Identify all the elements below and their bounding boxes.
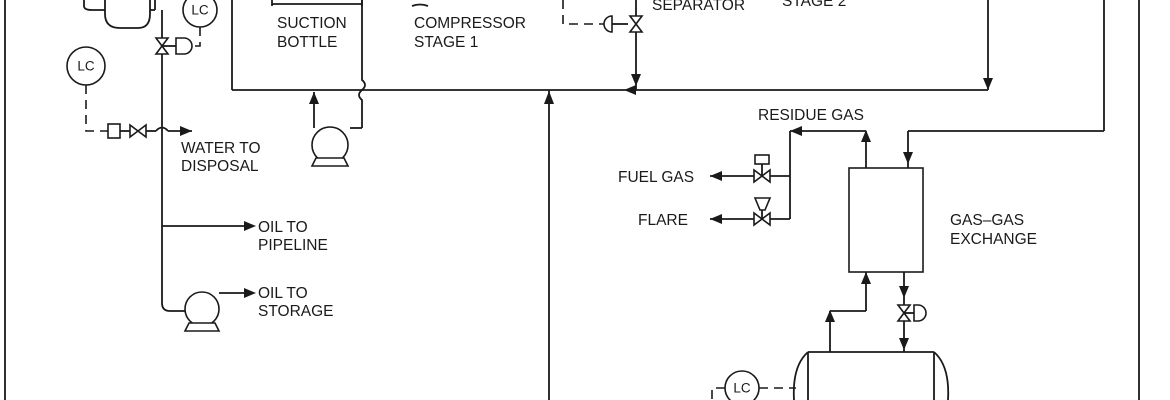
suction-pump: [309, 92, 350, 167]
oil-level-valve: [155, 37, 193, 55]
flare-label: FLARE: [638, 212, 688, 229]
stage2-label: STAGE 2: [782, 0, 846, 10]
residue-gas-label: RESIDUE GAS: [758, 107, 864, 124]
separator-label: SEPARATOR: [652, 0, 745, 14]
oil-storage-label-1: OIL TO: [258, 285, 308, 302]
fuel-gas-label: FUEL GAS: [618, 169, 694, 186]
level-controller-top: LC: [182, 0, 218, 47]
lc-bottom-tag: LC: [733, 381, 751, 396]
residue-gas-line: [789, 126, 871, 219]
stage2-discharge-line: [903, 0, 1105, 168]
knockout-drum-top: [83, 0, 163, 226]
flare-branch: [710, 197, 790, 226]
water-level-valve: [107, 123, 192, 139]
oil-pipeline-label-1: OIL TO: [258, 219, 308, 236]
suction-bottle: SUCTION BOTTLE: [271, 0, 366, 129]
separator-control-valve: [562, 0, 643, 33]
exchanger-label-2: EXCHANGE: [950, 231, 1037, 248]
drawing-border: [4, 0, 1140, 400]
fuel-gas-branch: [710, 154, 790, 183]
main-gas-header: [231, 0, 993, 400]
level-controller-left: LC: [66, 46, 108, 132]
suction-bottle-label-2: BOTTLE: [277, 34, 337, 51]
suction-bottle-label-1: SUCTION: [277, 15, 347, 32]
lc-top-tag: LC: [191, 3, 209, 18]
oil-pipeline-label-2: PIPELINE: [258, 237, 328, 254]
exchanger-outlet-lines: [825, 272, 927, 352]
compressor-stage1: COMPRESSOR STAGE 1: [411, 3, 526, 51]
exchanger-label-1: GAS–GAS: [950, 212, 1024, 229]
lc-left-tag: LC: [77, 59, 95, 74]
level-controller-bottom: LC: [711, 370, 796, 400]
oil-storage-pump: [161, 226, 256, 332]
oil-to-pipeline-line: [162, 221, 256, 231]
water-disposal-label-1: WATER TO: [181, 140, 261, 157]
gas-gas-exchanger: [848, 167, 924, 273]
oil-storage-label-2: STORAGE: [258, 303, 334, 320]
compressor-stage1-label-2: STAGE 1: [414, 34, 478, 51]
bottom-separator-drum: [792, 351, 950, 400]
compressor-stage1-label-1: COMPRESSOR: [414, 15, 526, 32]
water-disposal-label-2: DISPOSAL: [181, 158, 259, 175]
